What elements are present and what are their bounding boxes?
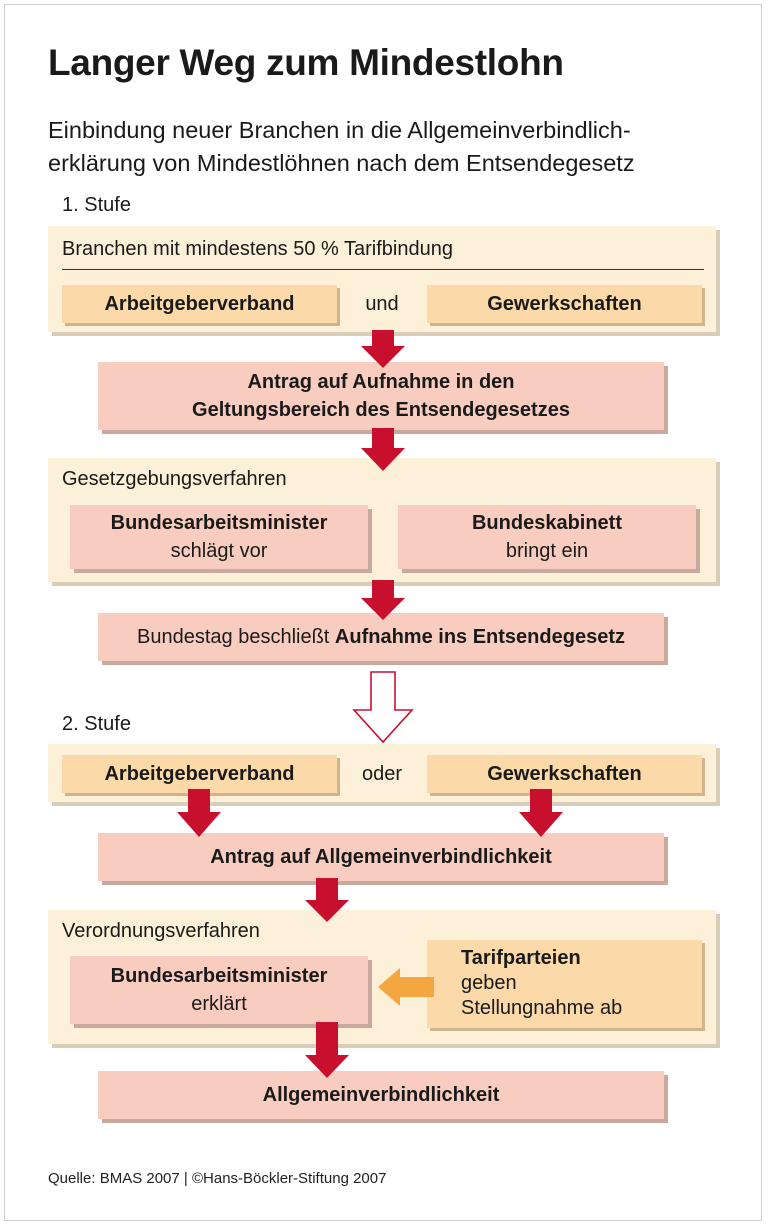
federal-cabinet-box: Bundeskabinett bringt ein	[398, 505, 696, 569]
subtitle: Einbindung neuer Branchen in die Allgeme…	[48, 114, 635, 180]
red-arrow-down-icon	[305, 1022, 349, 1078]
collective-parties-box: Tarifparteien geben Stellungnahme ab	[427, 940, 702, 1028]
sector-panel-label: Branchen mit mindestens 50 % Tarifbindun…	[62, 238, 453, 260]
ordinance-panel-label: Verordnungsverfahren	[62, 920, 260, 942]
collective-parties-line-2: geben	[461, 972, 517, 994]
generally-binding-result-box: Allgemeinverbindlichkeit	[98, 1071, 664, 1119]
employer-association-box: Arbeitgeberverband	[62, 285, 337, 323]
red-arrow-down-icon	[177, 789, 221, 837]
red-arrow-down-icon	[361, 330, 405, 368]
stage-2-label: 2. Stufe	[62, 713, 131, 735]
generally-binding-application-text: Antrag auf Allgemeinverbindlichkeit	[210, 846, 552, 868]
inclusion-application-line-2: Geltungsbereich des Entsendegesetzes	[192, 399, 570, 421]
subtitle-line-1: Einbindung neuer Branchen in die Allgeme…	[48, 117, 631, 143]
generally-binding-application-box: Antrag auf Allgemeinverbindlichkeit	[98, 833, 664, 881]
red-arrow-down-icon	[305, 878, 349, 922]
bundestag-decision-box: Bundestag beschließt Aufnahme ins Entsen…	[98, 613, 664, 661]
labour-minister-title: Bundesarbeitsminister	[110, 512, 328, 534]
red-arrow-down-icon	[361, 428, 405, 471]
hollow-arrow-down-icon	[352, 671, 414, 744]
panel-divider	[62, 269, 704, 270]
labour-minister-proposes-box: Bundesarbeitsminister schlägt vor	[70, 505, 368, 569]
collective-parties-line-3: Stellungnahme ab	[461, 997, 623, 1019]
legislation-panel-label: Gesetzgebungsverfahren	[62, 468, 287, 490]
stage-2-employer-association-box: Arbeitgeberverband	[62, 755, 337, 793]
and-connector: und	[365, 293, 399, 315]
collective-parties-title: Tarifparteien	[461, 947, 581, 969]
federal-cabinet-action: bringt ein	[505, 540, 589, 562]
bundestag-decision-bold: Aufnahme ins Entsendegesetz	[334, 626, 625, 648]
generally-binding-result-text: Allgemeinverbindlichkeit	[262, 1084, 500, 1106]
bundestag-decision-plain: Bundestag beschließt	[137, 626, 335, 648]
inclusion-application-box: Antrag auf Aufnahme in den Geltungsberei…	[98, 362, 664, 430]
source-credit: Quelle: BMAS 2007 | ©Hans-Böckler-Stiftu…	[48, 1170, 387, 1187]
unions-box: Gewerkschaften	[427, 285, 702, 323]
stage-2-unions-box: Gewerkschaften	[427, 755, 702, 793]
red-arrow-down-icon	[361, 580, 405, 620]
subtitle-line-2: erklärung von Mindestlöhnen nach dem Ent…	[48, 150, 635, 176]
stage-1-label: 1. Stufe	[62, 194, 131, 216]
labour-minister-declares-action: erklärt	[191, 993, 247, 1015]
page-title: Langer Weg zum Mindestlohn	[48, 42, 564, 83]
federal-cabinet-title: Bundeskabinett	[471, 512, 623, 534]
red-arrow-down-icon	[519, 789, 563, 837]
labour-minister-action: schlägt vor	[170, 540, 268, 562]
orange-arrow-left-icon	[378, 968, 434, 1006]
inclusion-application-line-1: Antrag auf Aufnahme in den	[247, 371, 515, 393]
labour-minister-declares-title: Bundesarbeitsminister	[110, 965, 328, 987]
labour-minister-declares-box: Bundesarbeitsminister erklärt	[70, 956, 368, 1024]
or-connector: oder	[361, 763, 403, 785]
